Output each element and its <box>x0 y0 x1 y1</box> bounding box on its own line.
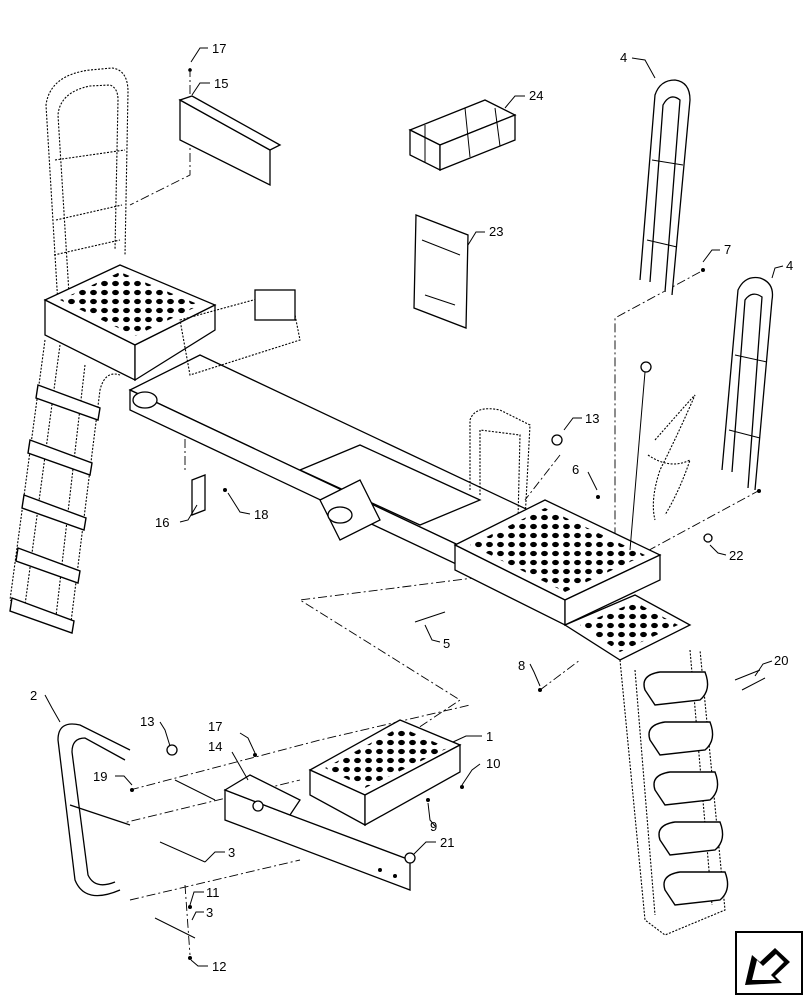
callout-9: 9 <box>430 819 437 834</box>
callout-6: 6 <box>572 462 579 477</box>
mount-bracket-14 <box>223 774 411 891</box>
main-frame <box>128 289 562 582</box>
callout-24: 24 <box>529 88 543 103</box>
callout-13: 13 <box>585 411 599 426</box>
callout-17: 17 <box>212 41 226 56</box>
leader-lines <box>44 47 784 967</box>
arrow-navigation-icon[interactable] <box>735 931 803 995</box>
callouts: 17 15 24 4 23 7 4 13 6 16 18 22 5 8 20 2… <box>30 41 793 974</box>
handrail-4-lower <box>721 276 774 491</box>
right-platform-assembly <box>453 361 696 627</box>
left-platform-assembly <box>43 67 217 382</box>
callout-10: 10 <box>486 756 500 771</box>
callout-2: 2 <box>30 688 37 703</box>
callout-14: 14 <box>208 739 222 754</box>
crate-24 <box>408 99 517 172</box>
hardware <box>130 268 766 960</box>
callout-17: 17 <box>208 719 222 734</box>
grab-handle-2 <box>57 723 131 897</box>
handrail-4-upper <box>639 79 691 296</box>
callout-3: 3 <box>228 845 235 860</box>
callout-11: 11 <box>206 885 220 900</box>
callout-13: 13 <box>140 714 154 729</box>
callout-20: 20 <box>774 653 788 668</box>
right-ladder <box>563 594 729 936</box>
callout-4: 4 <box>620 50 627 65</box>
callout-12: 12 <box>212 959 226 974</box>
callout-4: 4 <box>786 258 793 273</box>
callout-16: 16 <box>155 515 169 530</box>
callout-3: 3 <box>206 905 213 920</box>
angle-bracket-15 <box>178 68 282 187</box>
callout-15: 15 <box>214 76 228 91</box>
step-box-1 <box>308 719 462 827</box>
callout-23: 23 <box>489 224 503 239</box>
callout-7: 7 <box>724 242 731 257</box>
callout-18: 18 <box>254 507 268 522</box>
callout-19: 19 <box>93 769 107 784</box>
manual-23 <box>413 214 469 329</box>
callout-8: 8 <box>518 658 525 673</box>
callout-21: 21 <box>440 835 454 850</box>
callout-22: 22 <box>729 548 743 563</box>
callout-1: 1 <box>486 729 493 744</box>
left-ladder <box>9 339 121 634</box>
callout-5: 5 <box>443 636 450 651</box>
